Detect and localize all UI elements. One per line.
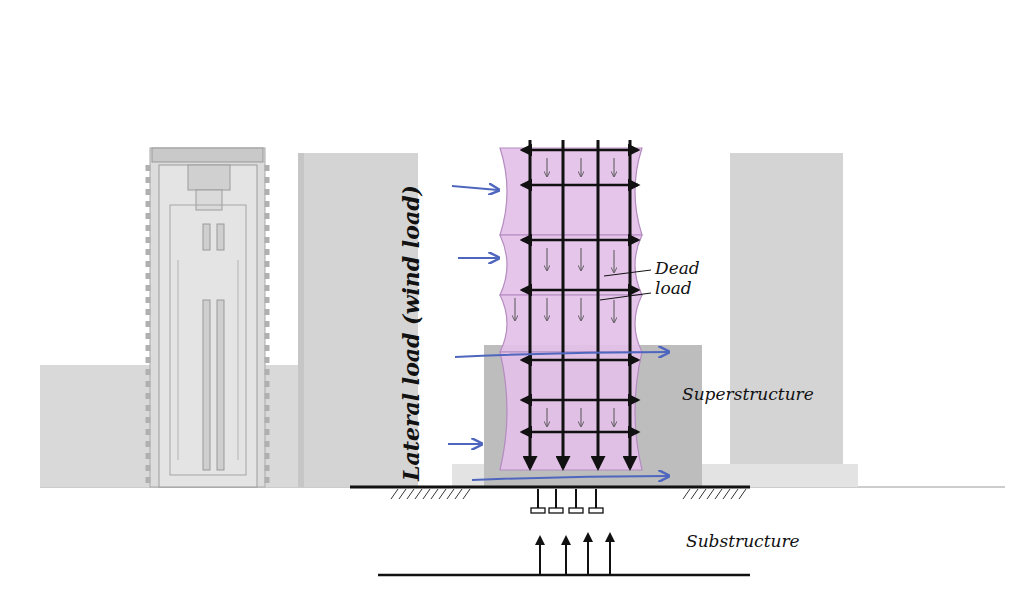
floor-arrow — [522, 184, 638, 187]
wind-arrow — [448, 443, 481, 445]
wind-arrow — [458, 257, 498, 259]
column-arrow — [529, 140, 532, 468]
column-load-paths — [530, 140, 630, 468]
load-arrow — [547, 248, 548, 270]
floor-arrow — [522, 359, 638, 362]
load-label: Lateral load (wind load) — [398, 185, 424, 481]
tower-module — [500, 235, 642, 295]
pile-cap — [549, 508, 563, 513]
pile-cap — [589, 508, 603, 513]
load-arrow — [581, 408, 582, 426]
core-wall — [238, 260, 239, 460]
pile-cap — [569, 508, 583, 513]
column-arrow — [629, 140, 632, 468]
facade-fins — [265, 165, 270, 487]
floor-arrow — [522, 399, 638, 402]
load-arrow — [547, 158, 548, 176]
load-arrow — [547, 298, 548, 320]
load-arrow — [581, 158, 582, 176]
reaction-arrow — [587, 534, 589, 574]
floor-arrow — [522, 149, 638, 152]
load-label: Dead load — [655, 258, 709, 299]
lift-shaft — [203, 300, 210, 470]
lift-shaft — [217, 224, 224, 250]
podium-block — [484, 345, 702, 487]
tower-module — [500, 148, 642, 235]
pile — [555, 489, 557, 508]
floor-arrows — [522, 150, 638, 432]
piles — [531, 489, 603, 513]
section-building — [148, 148, 267, 487]
reaction-arrows — [540, 534, 610, 574]
wind-arrows — [448, 186, 668, 480]
floor-arrow — [522, 431, 638, 434]
load-arrow — [614, 408, 615, 426]
zone-label: Superstructure — [682, 384, 814, 404]
hatch — [391, 489, 470, 499]
roof-cap — [152, 148, 263, 162]
floor-arrow — [522, 239, 638, 242]
soil-hatch — [391, 489, 746, 499]
load-arrow — [515, 298, 516, 320]
load-arrow — [614, 300, 615, 322]
reaction-arrow — [539, 537, 541, 574]
column-arrow — [562, 140, 565, 468]
core-wall — [178, 260, 179, 460]
building-shadow — [298, 153, 304, 487]
wind-arrow — [452, 186, 498, 190]
leader-line — [600, 293, 651, 300]
lift-shaft — [203, 224, 210, 250]
pile — [595, 489, 597, 508]
zone-label: Substructure — [686, 531, 800, 551]
tower-module — [500, 352, 642, 470]
tower-modules — [500, 148, 642, 470]
load-arrow — [581, 248, 582, 270]
pile — [575, 489, 577, 508]
ground-level — [350, 486, 750, 489]
reaction-arrow — [565, 537, 567, 574]
pile-cap — [531, 508, 545, 513]
facade-fins — [146, 165, 151, 487]
roof-plant — [196, 190, 222, 210]
core-outline — [170, 205, 246, 475]
column-arrow — [597, 140, 600, 468]
pile — [537, 489, 539, 508]
load-arrow — [581, 298, 582, 320]
bearing-stratum — [378, 574, 750, 577]
load-arrow — [614, 250, 615, 272]
interior-outline — [159, 165, 257, 487]
reaction-arrow — [609, 534, 611, 574]
wind-flow — [455, 352, 668, 357]
lift-shaft — [217, 300, 224, 470]
wind-flow — [472, 476, 668, 480]
load-arrow — [614, 158, 615, 176]
load-arrow — [547, 408, 548, 426]
hatch — [683, 489, 746, 499]
tower-module — [500, 295, 642, 352]
floor-arrow — [522, 289, 638, 292]
tall-building — [730, 153, 843, 487]
leader-line — [604, 270, 651, 276]
building-outline — [150, 148, 265, 487]
roof-plant — [188, 165, 230, 190]
